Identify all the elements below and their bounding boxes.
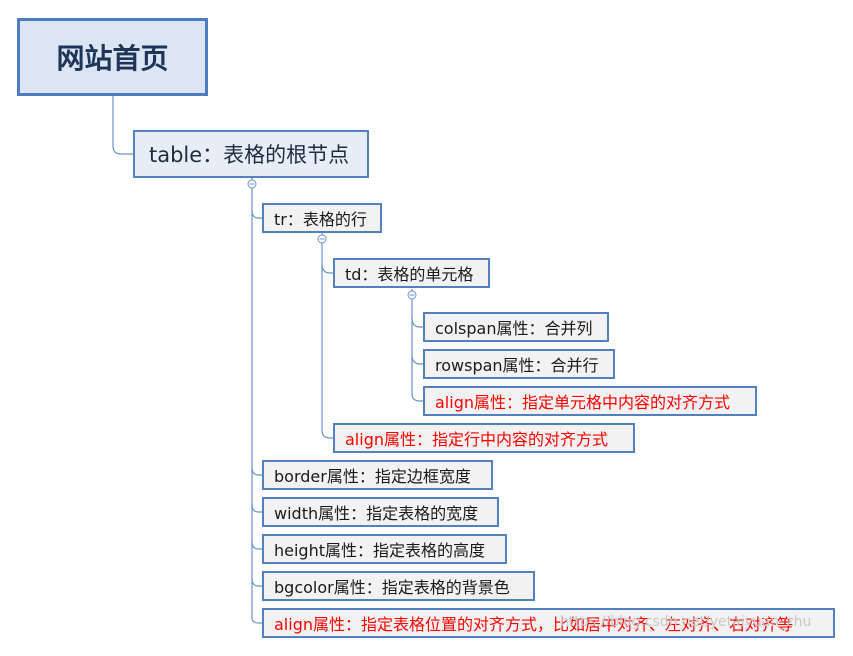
table-width-node[interactable]: width属性：指定表格的宽度 <box>262 497 499 527</box>
tr-align-node[interactable]: align属性：指定行中内容的对齐方式 <box>333 423 635 453</box>
root-node-label: 网站首页 <box>56 42 169 75</box>
node-label: align属性：指定行中内容的对齐方式 <box>345 430 608 449</box>
node-label: align属性：指定表格位置的对齐方式，比如居中对齐、左对齐、右对齐等 <box>274 615 793 634</box>
root-node-homepage[interactable]: 网站首页 <box>17 18 208 96</box>
table-bgcolor-node[interactable]: bgcolor属性：指定表格的背景色 <box>262 571 535 601</box>
table-align-node[interactable]: align属性：指定表格位置的对齐方式，比如居中对齐、左对齐、右对齐等 <box>262 608 835 638</box>
watermark: https://blog.csdn.net/yetaiyuan_zhu <box>560 614 812 630</box>
tr-node[interactable]: tr：表格的行 <box>262 203 382 233</box>
tr-node-label: tr：表格的行 <box>274 210 367 229</box>
table-border-node[interactable]: border属性：指定边框宽度 <box>262 460 493 490</box>
table-node[interactable]: table：表格的根节点 <box>133 130 369 178</box>
node-label: width属性：指定表格的宽度 <box>274 504 479 523</box>
td-rowspan-node[interactable]: rowspan属性：合并行 <box>423 349 615 379</box>
node-label: bgcolor属性：指定表格的背景色 <box>274 578 510 597</box>
node-label: colspan属性：合并列 <box>435 319 593 338</box>
node-label: rowspan属性：合并行 <box>435 356 599 375</box>
node-label: border属性：指定边框宽度 <box>274 467 471 486</box>
node-label: align属性：指定单元格中内容的对齐方式 <box>435 393 730 412</box>
td-colspan-node[interactable]: colspan属性：合并列 <box>423 312 609 342</box>
td-node[interactable]: td：表格的单元格 <box>333 258 490 288</box>
td-align-node[interactable]: align属性：指定单元格中内容的对齐方式 <box>423 386 757 416</box>
td-node-label: td：表格的单元格 <box>345 265 474 284</box>
table-height-node[interactable]: height属性：指定表格的高度 <box>262 534 507 564</box>
table-node-label: table：表格的根节点 <box>149 143 350 167</box>
node-label: height属性：指定表格的高度 <box>274 541 486 560</box>
